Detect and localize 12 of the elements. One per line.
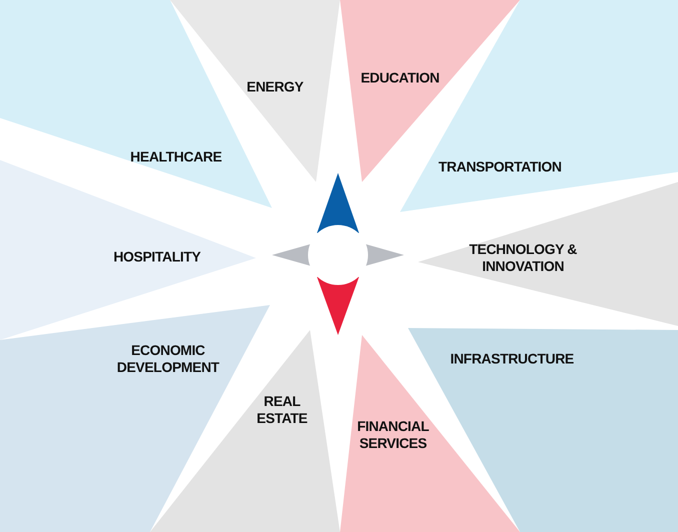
sector-label: ECONOMIC DEVELOPMENT [116, 342, 220, 376]
sector-label: TRANSPORTATION [438, 158, 562, 176]
sector-label: FINANCIAL SERVICES [356, 418, 430, 452]
sector-wedge [0, 160, 256, 340]
sector-label: EDUCATION [360, 70, 440, 86]
sector-label: HOSPITALITY [112, 248, 202, 266]
sector-label: REAL ESTATE [256, 393, 308, 427]
sector-label: TECHNOLOGY & INNOVATION [468, 241, 578, 275]
sector-label: INFRASTRUCTURE [449, 350, 575, 368]
sector-label: ENERGY [246, 78, 304, 96]
sector-wedge [418, 182, 678, 326]
sector-label: HEALTHCARE [129, 148, 223, 166]
